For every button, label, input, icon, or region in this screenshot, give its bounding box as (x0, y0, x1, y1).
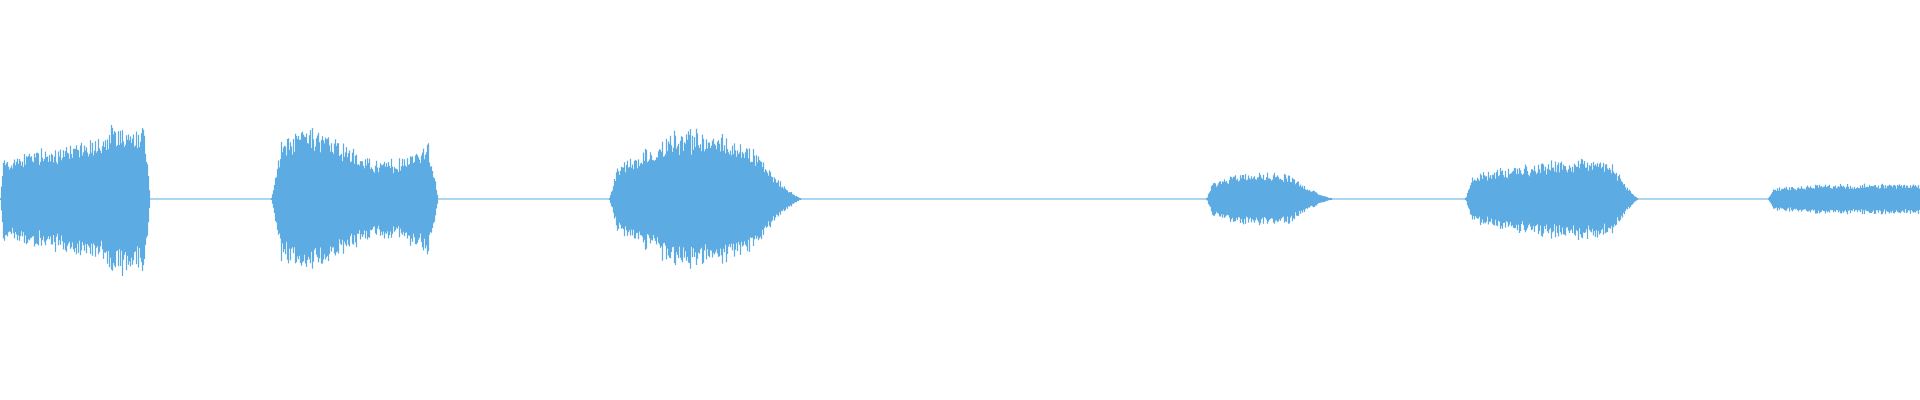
waveform-segment-path (1464, 158, 1639, 240)
waveform-segment-path (1205, 172, 1333, 226)
waveform-segment (1464, 158, 1639, 240)
waveform-segment (270, 128, 439, 269)
waveform-segment-path (0, 125, 151, 276)
waveform-segment-path (270, 128, 439, 269)
waveform-segment-path (608, 128, 802, 269)
waveform-segment (0, 125, 151, 276)
waveform-segment (1205, 172, 1333, 226)
waveform-segment (1767, 183, 1920, 215)
waveform-segment (608, 128, 802, 269)
waveform-segment-path (1767, 183, 1920, 215)
